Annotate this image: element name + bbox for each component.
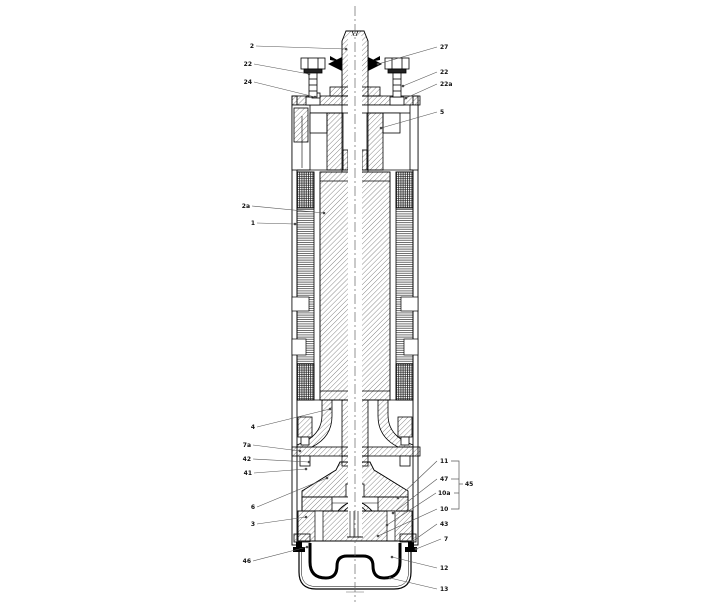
callout-4: 4 (251, 424, 255, 431)
callout-10: 10 (440, 506, 448, 513)
callout-24: 24 (244, 79, 252, 86)
callout-47: 47 (440, 476, 448, 483)
callout-11: 11 (440, 458, 448, 465)
callout-43: 43 (440, 521, 448, 528)
callout-13: 13 (440, 586, 448, 593)
callout-7: 7 (444, 536, 448, 543)
callout-22-left: 22 (244, 61, 252, 68)
leader-lines (251, 45, 442, 590)
lower-bearing-bracket (296, 399, 414, 448)
callout-2: 2 (250, 43, 254, 50)
stator-left (296, 171, 315, 401)
bolt-right (384, 57, 410, 98)
callout-22a: 22a (440, 81, 452, 88)
callout-labels: 2 22 24 2a 1 4 7a 42 41 6 3 46 27 22 22a… (242, 43, 474, 593)
callout-12: 12 (440, 565, 448, 572)
callout-3: 3 (251, 521, 255, 528)
casing-notches (291, 296, 419, 356)
callout-6: 6 (251, 504, 255, 511)
callout-27: 27 (440, 44, 448, 51)
callout-41: 41 (244, 470, 252, 477)
callout-45-group: 45 (465, 481, 473, 488)
stator-right (395, 171, 414, 401)
callout-22-right: 22 (440, 69, 448, 76)
bolt-left (300, 57, 326, 98)
callout-5: 5 (440, 109, 444, 116)
callout-2a: 2a (242, 203, 250, 210)
group-bracket-45 (451, 460, 463, 510)
callout-1: 1 (251, 220, 255, 227)
v-ring-seals (328, 56, 382, 71)
callout-10a: 10a (438, 490, 450, 497)
callout-46: 46 (243, 558, 251, 565)
callout-42: 42 (243, 456, 251, 463)
callout-7a: 7a (243, 442, 251, 449)
